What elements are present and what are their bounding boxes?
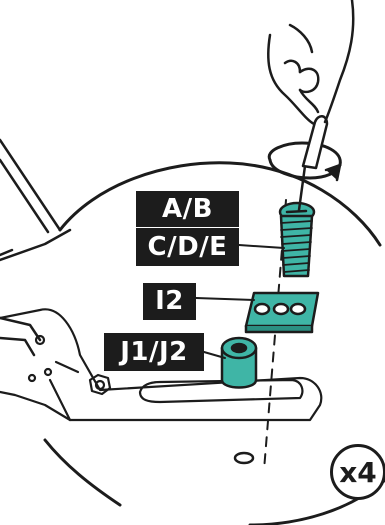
spacer-part-icon (222, 338, 256, 388)
plate-label: I2 (143, 283, 196, 320)
screw-icon (280, 203, 314, 276)
screw-label-ab: A/B (136, 191, 239, 227)
hole-icon (235, 453, 253, 463)
hand-with-screwdriver-icon (268, 0, 353, 124)
screw-label-cde: C/D/E (136, 228, 239, 266)
frame-background (0, 140, 70, 355)
plate-part-icon (246, 293, 318, 332)
screwdriver-icon (299, 116, 327, 210)
spacer-label: J1/J2 (104, 333, 204, 371)
quantity-badge: x4 (330, 444, 385, 500)
hex-nut-icon (90, 375, 110, 394)
